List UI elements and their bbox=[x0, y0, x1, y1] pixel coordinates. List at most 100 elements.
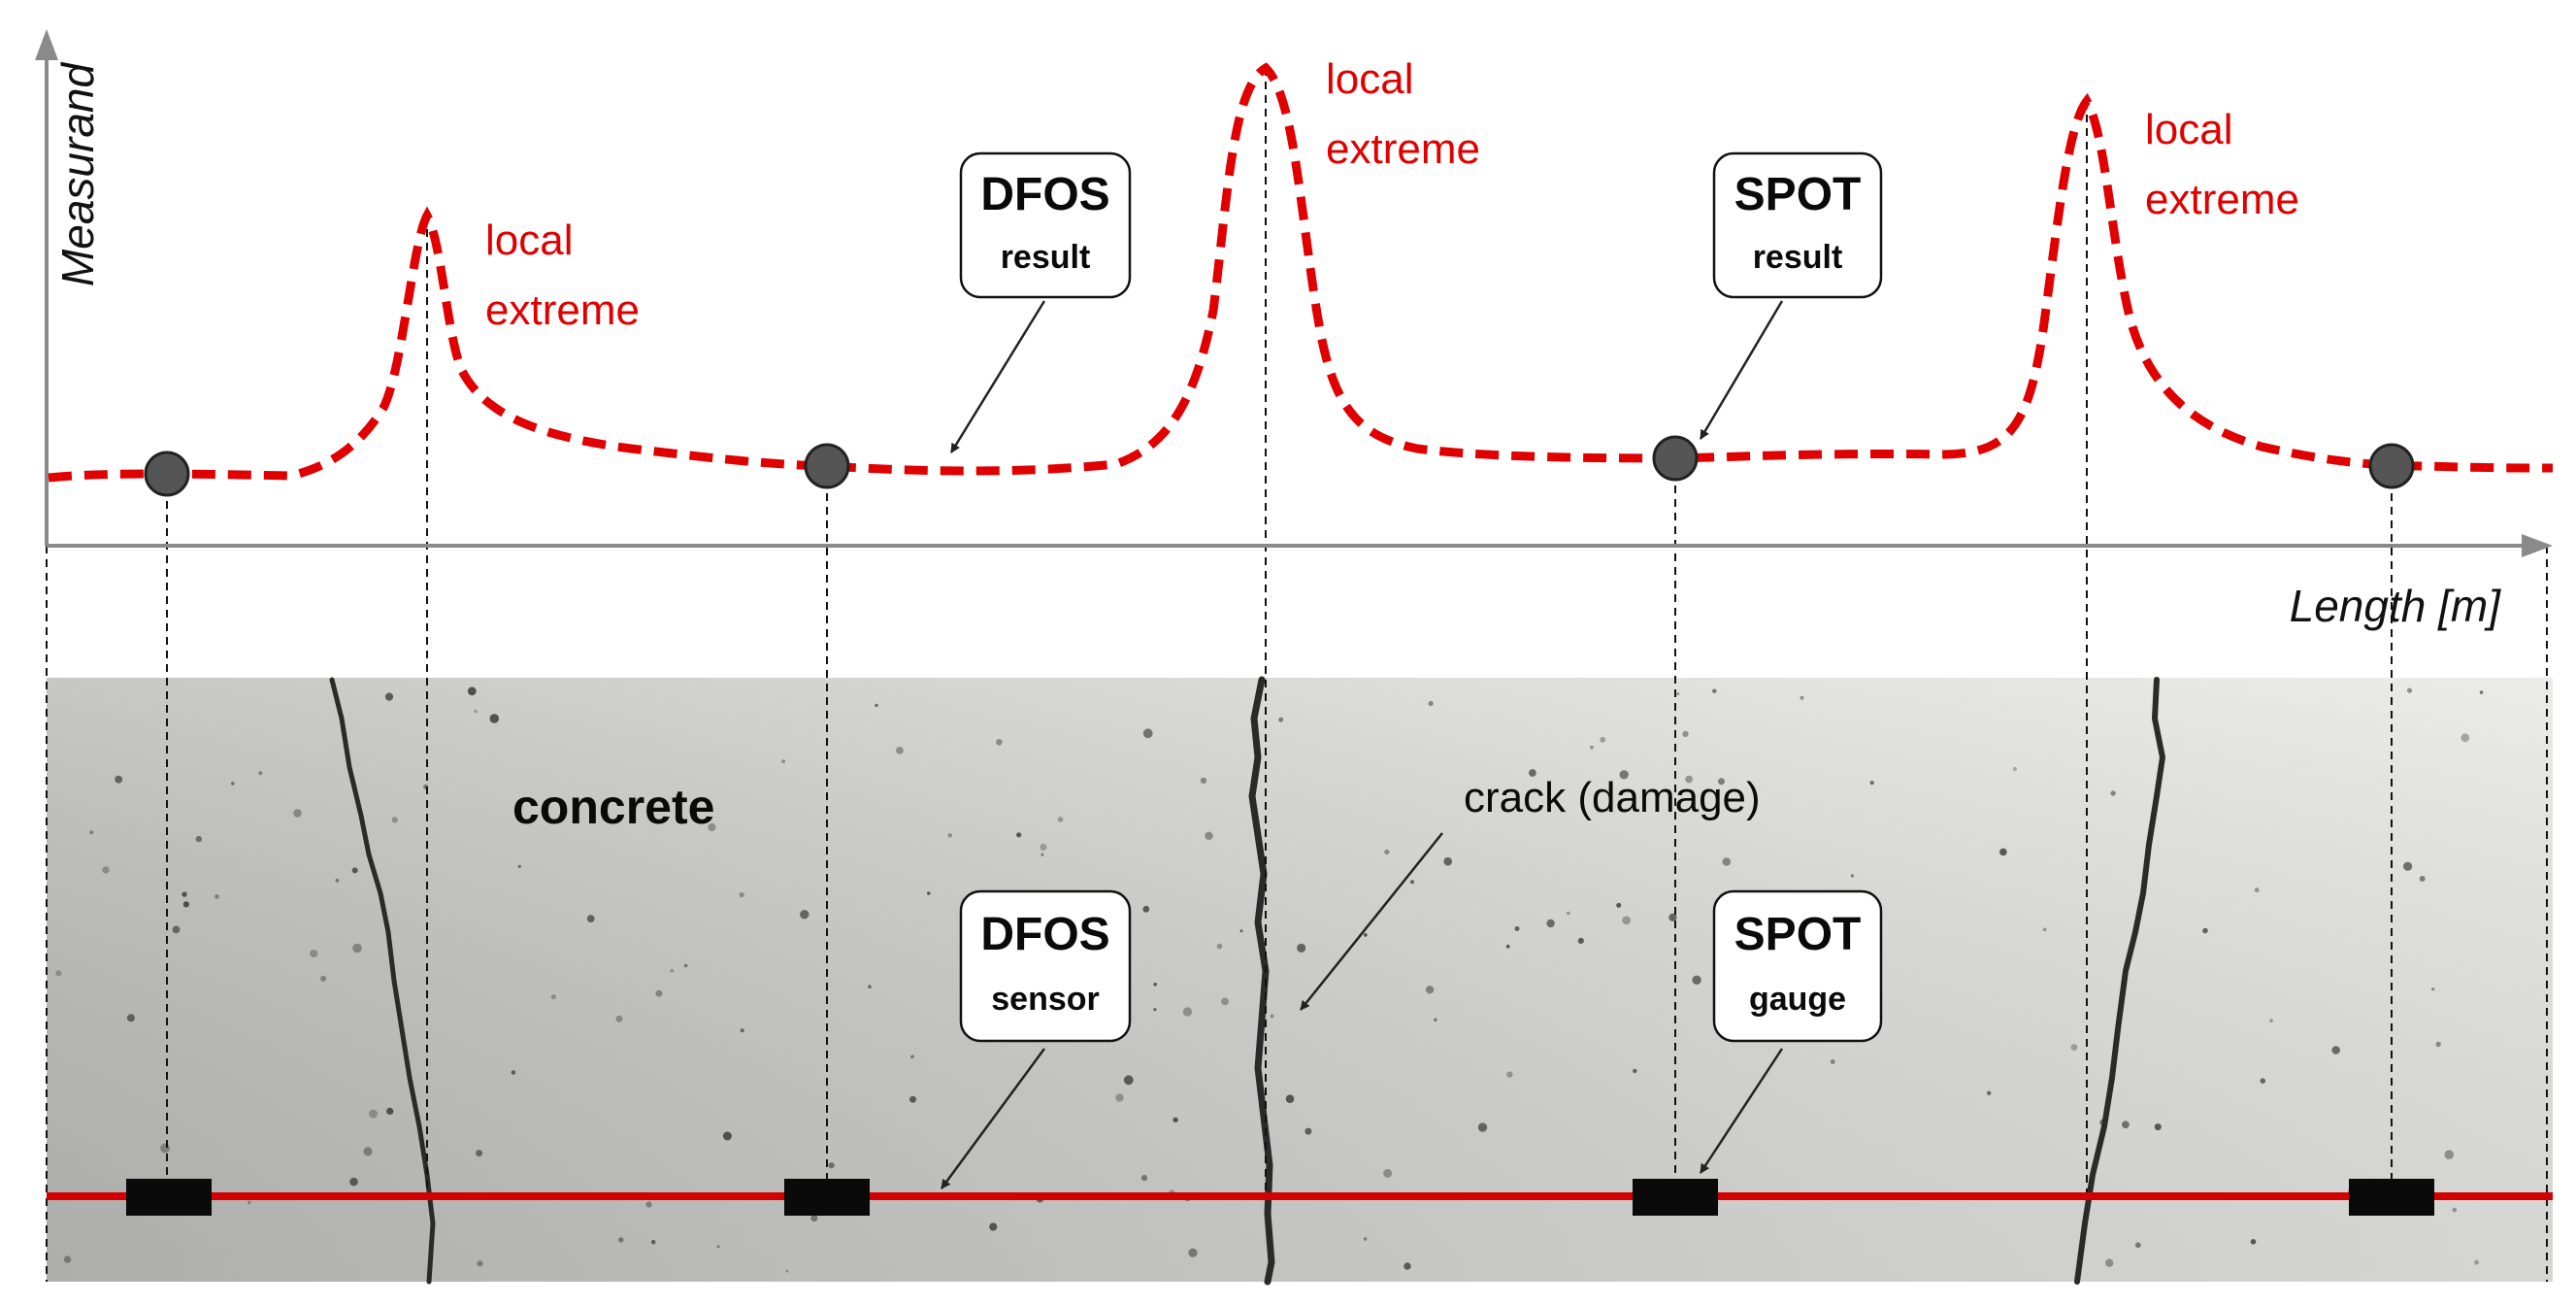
y-axis-label: Measurand bbox=[52, 62, 103, 287]
concrete-pore bbox=[2406, 687, 2413, 693]
concrete-pore bbox=[2134, 1242, 2141, 1249]
callout-spot-result-title: SPOT bbox=[1734, 169, 1862, 220]
spot-gauge-1 bbox=[126, 1179, 212, 1216]
concrete-pore bbox=[1040, 853, 1044, 856]
concrete-pore bbox=[2250, 1239, 2257, 1245]
concrete-pore bbox=[517, 864, 521, 869]
concrete-pore bbox=[2452, 1207, 2458, 1213]
concrete-pore bbox=[2110, 790, 2116, 796]
concrete-pore bbox=[739, 892, 744, 898]
arrow-spot-gauge bbox=[1699, 1048, 1784, 1174]
spot-point-3 bbox=[1652, 435, 1699, 482]
crack-label: crack (damage) bbox=[1464, 774, 1761, 821]
concrete-pore bbox=[2479, 690, 2484, 694]
concrete-pore bbox=[1425, 986, 1435, 994]
concrete-pore bbox=[2269, 1019, 2273, 1022]
concrete-pore bbox=[1205, 831, 1213, 840]
concrete-pore bbox=[55, 970, 62, 977]
concrete-pore bbox=[1869, 781, 1874, 786]
arrow-dfos-sensor bbox=[940, 1048, 1046, 1189]
concrete-pore bbox=[2254, 887, 2260, 893]
concrete-label: concrete bbox=[512, 780, 714, 834]
concrete-pore bbox=[1040, 843, 1047, 852]
arrow-dfos-result bbox=[949, 300, 1046, 453]
concrete-pore bbox=[1057, 817, 1064, 822]
concrete-pore bbox=[293, 809, 302, 818]
callout-spot-result: SPOT result bbox=[1712, 151, 1883, 299]
concrete-pore bbox=[2202, 927, 2208, 934]
concrete-pore bbox=[2435, 1041, 2441, 1048]
concrete-pore bbox=[708, 822, 716, 832]
y-axis-arrow bbox=[35, 29, 58, 60]
concrete-pore bbox=[716, 1245, 720, 1249]
arrow-crack bbox=[1300, 832, 1443, 1011]
concrete-pore bbox=[896, 747, 904, 754]
concrete-pore bbox=[384, 692, 394, 701]
concrete-pore bbox=[1443, 856, 1452, 866]
concrete-pore bbox=[1404, 1262, 1411, 1270]
concrete-pore bbox=[996, 739, 1003, 746]
concrete-pore bbox=[477, 1260, 483, 1267]
callout-dfos-result-subtitle: result bbox=[1001, 239, 1091, 276]
concrete-pore bbox=[740, 1028, 744, 1033]
concrete-pore bbox=[828, 1162, 835, 1169]
concrete-pore bbox=[1477, 1122, 1488, 1132]
callout-spot-gauge-subtitle: gauge bbox=[1749, 981, 1846, 1018]
callout-spot-gauge-box bbox=[1712, 889, 1883, 1043]
concrete-pore bbox=[2331, 1046, 2340, 1054]
spot-point-4 bbox=[2368, 443, 2415, 489]
pointer-arrows bbox=[940, 300, 1784, 1189]
concrete-pore bbox=[785, 1269, 789, 1273]
spot-gauge-3 bbox=[1633, 1179, 1718, 1216]
spot-gauge-2 bbox=[784, 1179, 870, 1216]
concrete-pore bbox=[1712, 688, 1717, 693]
concrete-pore bbox=[1514, 926, 1520, 931]
arrow-spot-result bbox=[1699, 300, 1784, 440]
concrete-pore bbox=[947, 833, 952, 838]
concrete-pore bbox=[2012, 766, 2017, 772]
concrete-pore bbox=[182, 891, 187, 897]
concrete-pore bbox=[363, 1147, 373, 1156]
concrete-pore bbox=[2431, 987, 2435, 991]
concrete-pore bbox=[1567, 911, 1570, 916]
spot-gauge-4 bbox=[2349, 1179, 2434, 1216]
peak-labels: local extreme local extreme local extrem… bbox=[485, 55, 2299, 334]
spot-point-1 bbox=[144, 451, 190, 497]
spot-point-2 bbox=[804, 443, 850, 489]
concrete-pore bbox=[1383, 1168, 1393, 1178]
concrete-pore bbox=[102, 866, 110, 874]
concrete-pore bbox=[369, 1109, 378, 1119]
concrete-pore bbox=[1142, 728, 1153, 739]
concrete-pore bbox=[1850, 874, 1854, 878]
concrete-pore bbox=[670, 969, 674, 973]
concrete-pore bbox=[1619, 770, 1629, 780]
concrete-pore bbox=[1616, 902, 1622, 908]
concrete-pore bbox=[474, 709, 478, 714]
concrete-pore bbox=[615, 1015, 623, 1022]
concrete-pore bbox=[1016, 832, 1022, 838]
concrete-pore bbox=[1676, 692, 1680, 696]
concrete-pore bbox=[1200, 777, 1207, 785]
concrete-pore bbox=[351, 867, 358, 874]
concrete-pore bbox=[1221, 997, 1229, 1006]
concrete-pore bbox=[1722, 857, 1732, 866]
concrete-pore bbox=[586, 915, 595, 922]
concrete-pore bbox=[89, 830, 94, 835]
concrete-pore bbox=[910, 1054, 914, 1059]
concrete-pore bbox=[310, 950, 318, 958]
concrete-pore bbox=[618, 1237, 624, 1243]
concrete-pore bbox=[2444, 1150, 2455, 1159]
concrete-pore bbox=[989, 1222, 998, 1231]
concrete-pore bbox=[172, 925, 181, 934]
peak-1-label-line1: local bbox=[485, 217, 574, 264]
concrete-shading bbox=[47, 678, 2553, 1282]
concrete-pore bbox=[160, 1143, 171, 1154]
concrete-pore bbox=[1668, 913, 1677, 921]
concrete-pore bbox=[1718, 778, 1725, 786]
concrete-pore bbox=[909, 1095, 916, 1103]
callout-dfos-result-title: DFOS bbox=[980, 169, 1109, 220]
concrete-pore bbox=[115, 775, 123, 784]
concrete-pore bbox=[231, 782, 235, 786]
concrete-pore bbox=[800, 910, 809, 920]
concrete-pores bbox=[55, 686, 2484, 1273]
